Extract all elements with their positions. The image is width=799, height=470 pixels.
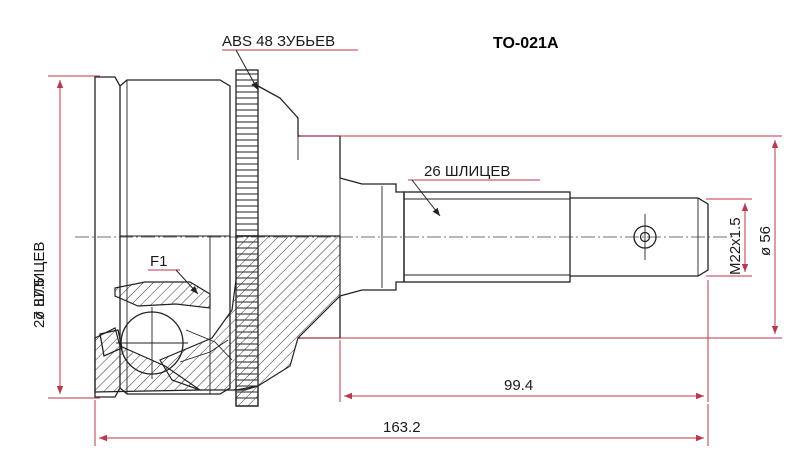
leader-outer-splines [408, 179, 540, 217]
total-length-label: 163.2 [383, 419, 421, 436]
section-view [94, 235, 341, 407]
inner-splines-label: 27 ШЛИЦЕВ [31, 242, 48, 328]
dim-total-length [94, 400, 709, 446]
leader-ball [148, 269, 199, 295]
ball-label: F1 [150, 253, 168, 270]
dim-thread [706, 198, 752, 277]
shaft-length-label: 99.4 [504, 377, 533, 394]
outer-housing [94, 76, 231, 398]
inner-diameter-label: ø 87.5 [31, 277, 48, 320]
dim-inner-diameter [48, 75, 100, 399]
dim-shaft-length [339, 280, 709, 402]
stub-shaft [257, 85, 709, 339]
shaft-diameter-label: ø 56 [757, 226, 774, 256]
part-number: TO-021A [493, 35, 559, 52]
outer-splines-label: 26 ШЛИЦЕВ [424, 163, 510, 180]
dim-shaft-diameter [300, 135, 782, 339]
thread-label: M22x1.5 [727, 217, 744, 275]
abs-teeth-label: ABS 48 ЗУБЬЕВ [222, 33, 335, 50]
leader-abs [222, 49, 358, 91]
